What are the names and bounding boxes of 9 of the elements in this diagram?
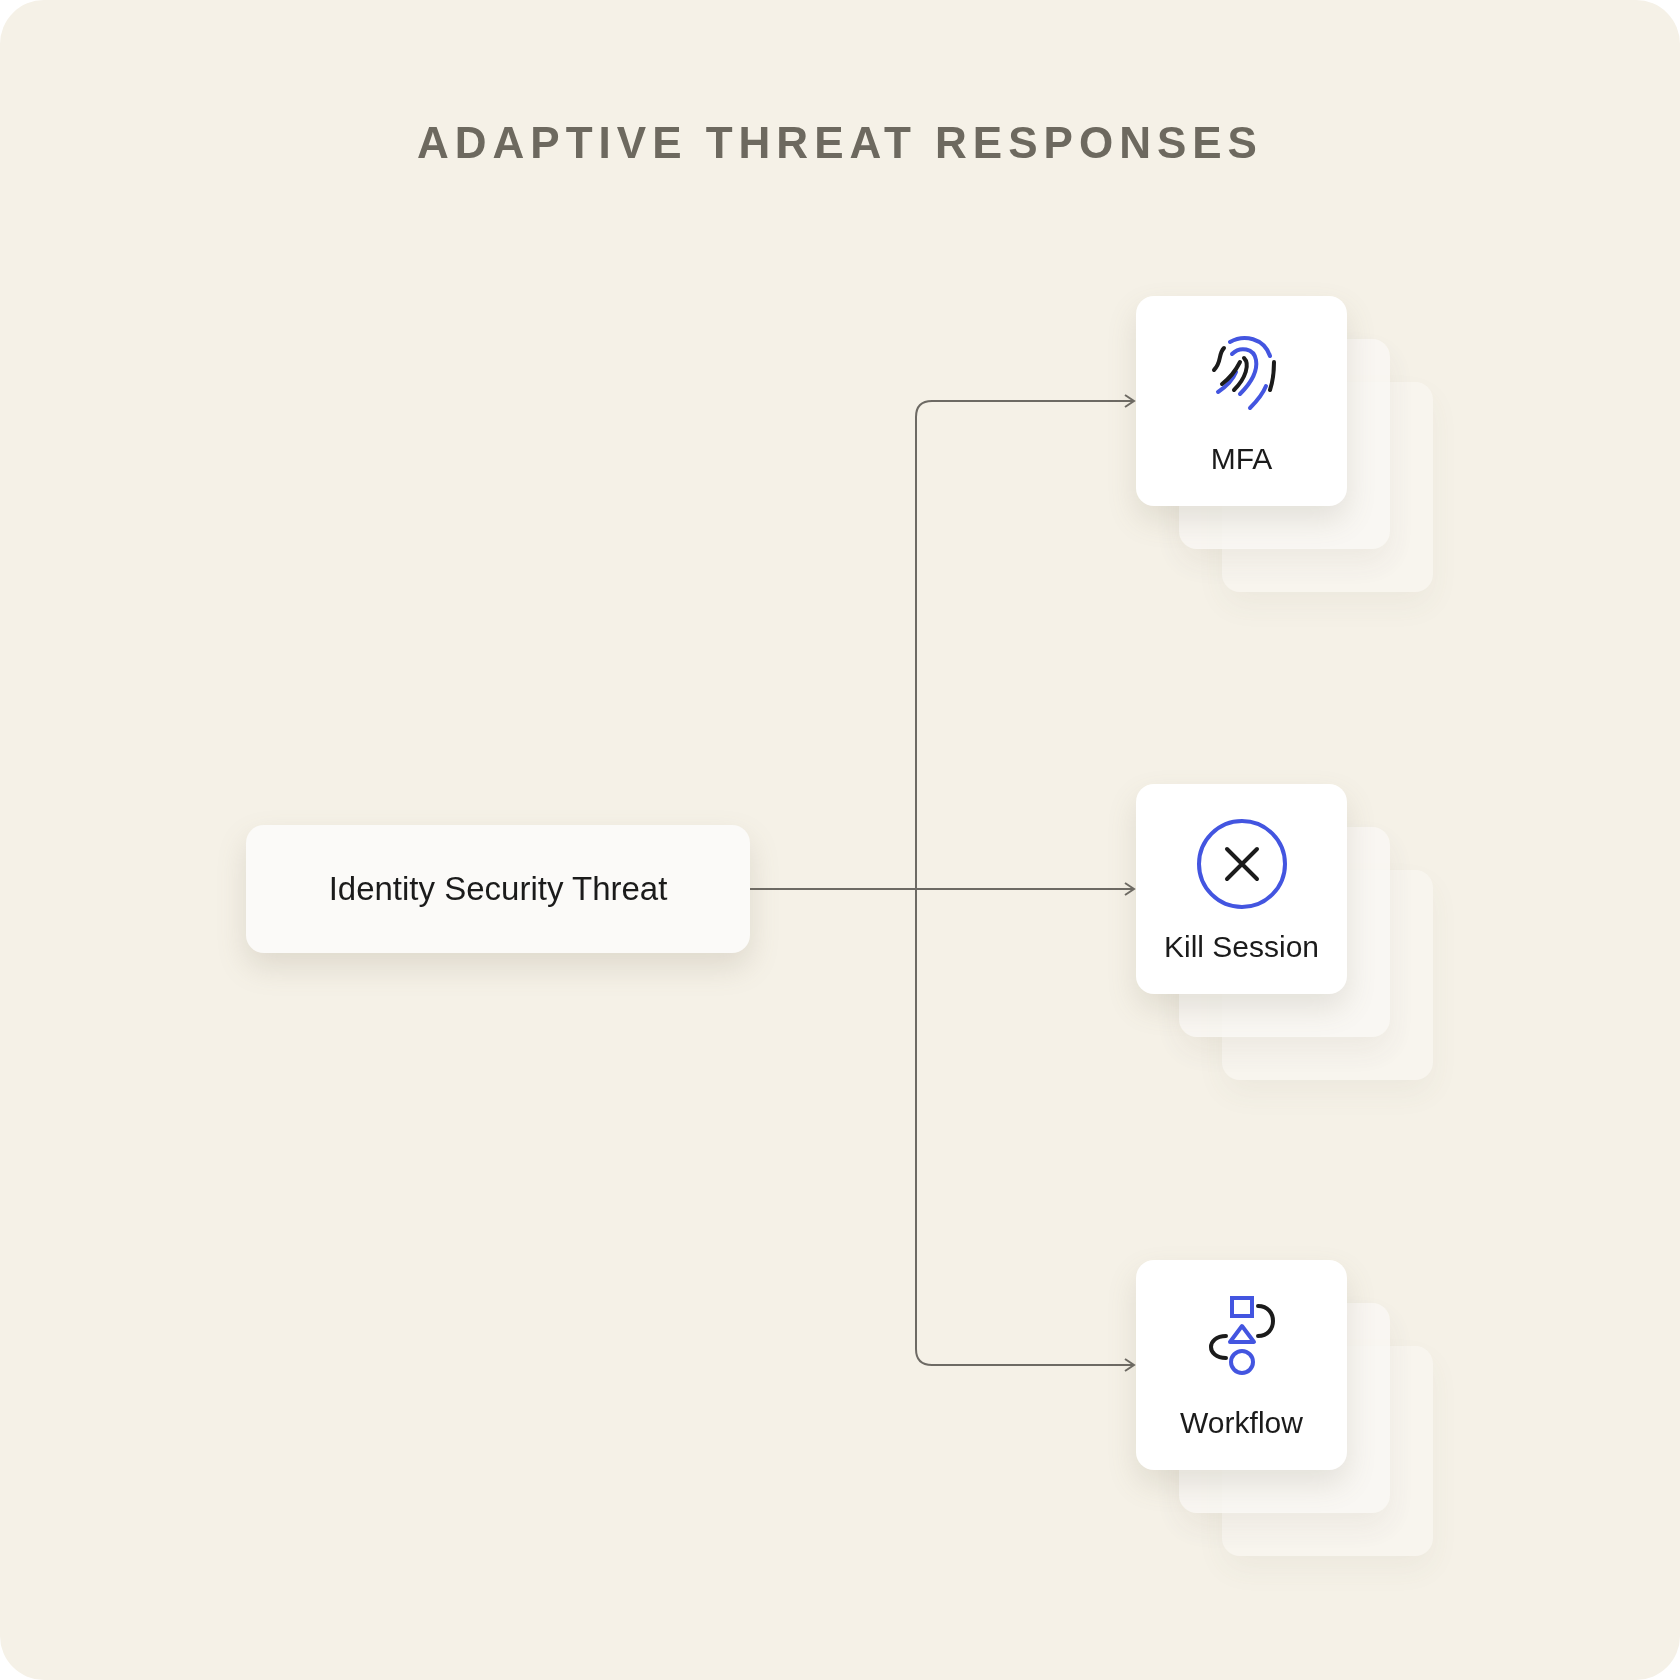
response-card (1136, 296, 1347, 506)
card-label: Workflow (1180, 1406, 1303, 1440)
card-label: Kill Session (1163, 930, 1320, 964)
card-label: MFA (1210, 442, 1273, 476)
node-label: Identity Security Threat (328, 870, 668, 908)
diagram-title: ADAPTIVE THREAT RESPONSES (417, 118, 1263, 168)
response-card (1136, 1260, 1347, 1470)
threat-box (246, 825, 750, 953)
response-card (1136, 784, 1347, 994)
